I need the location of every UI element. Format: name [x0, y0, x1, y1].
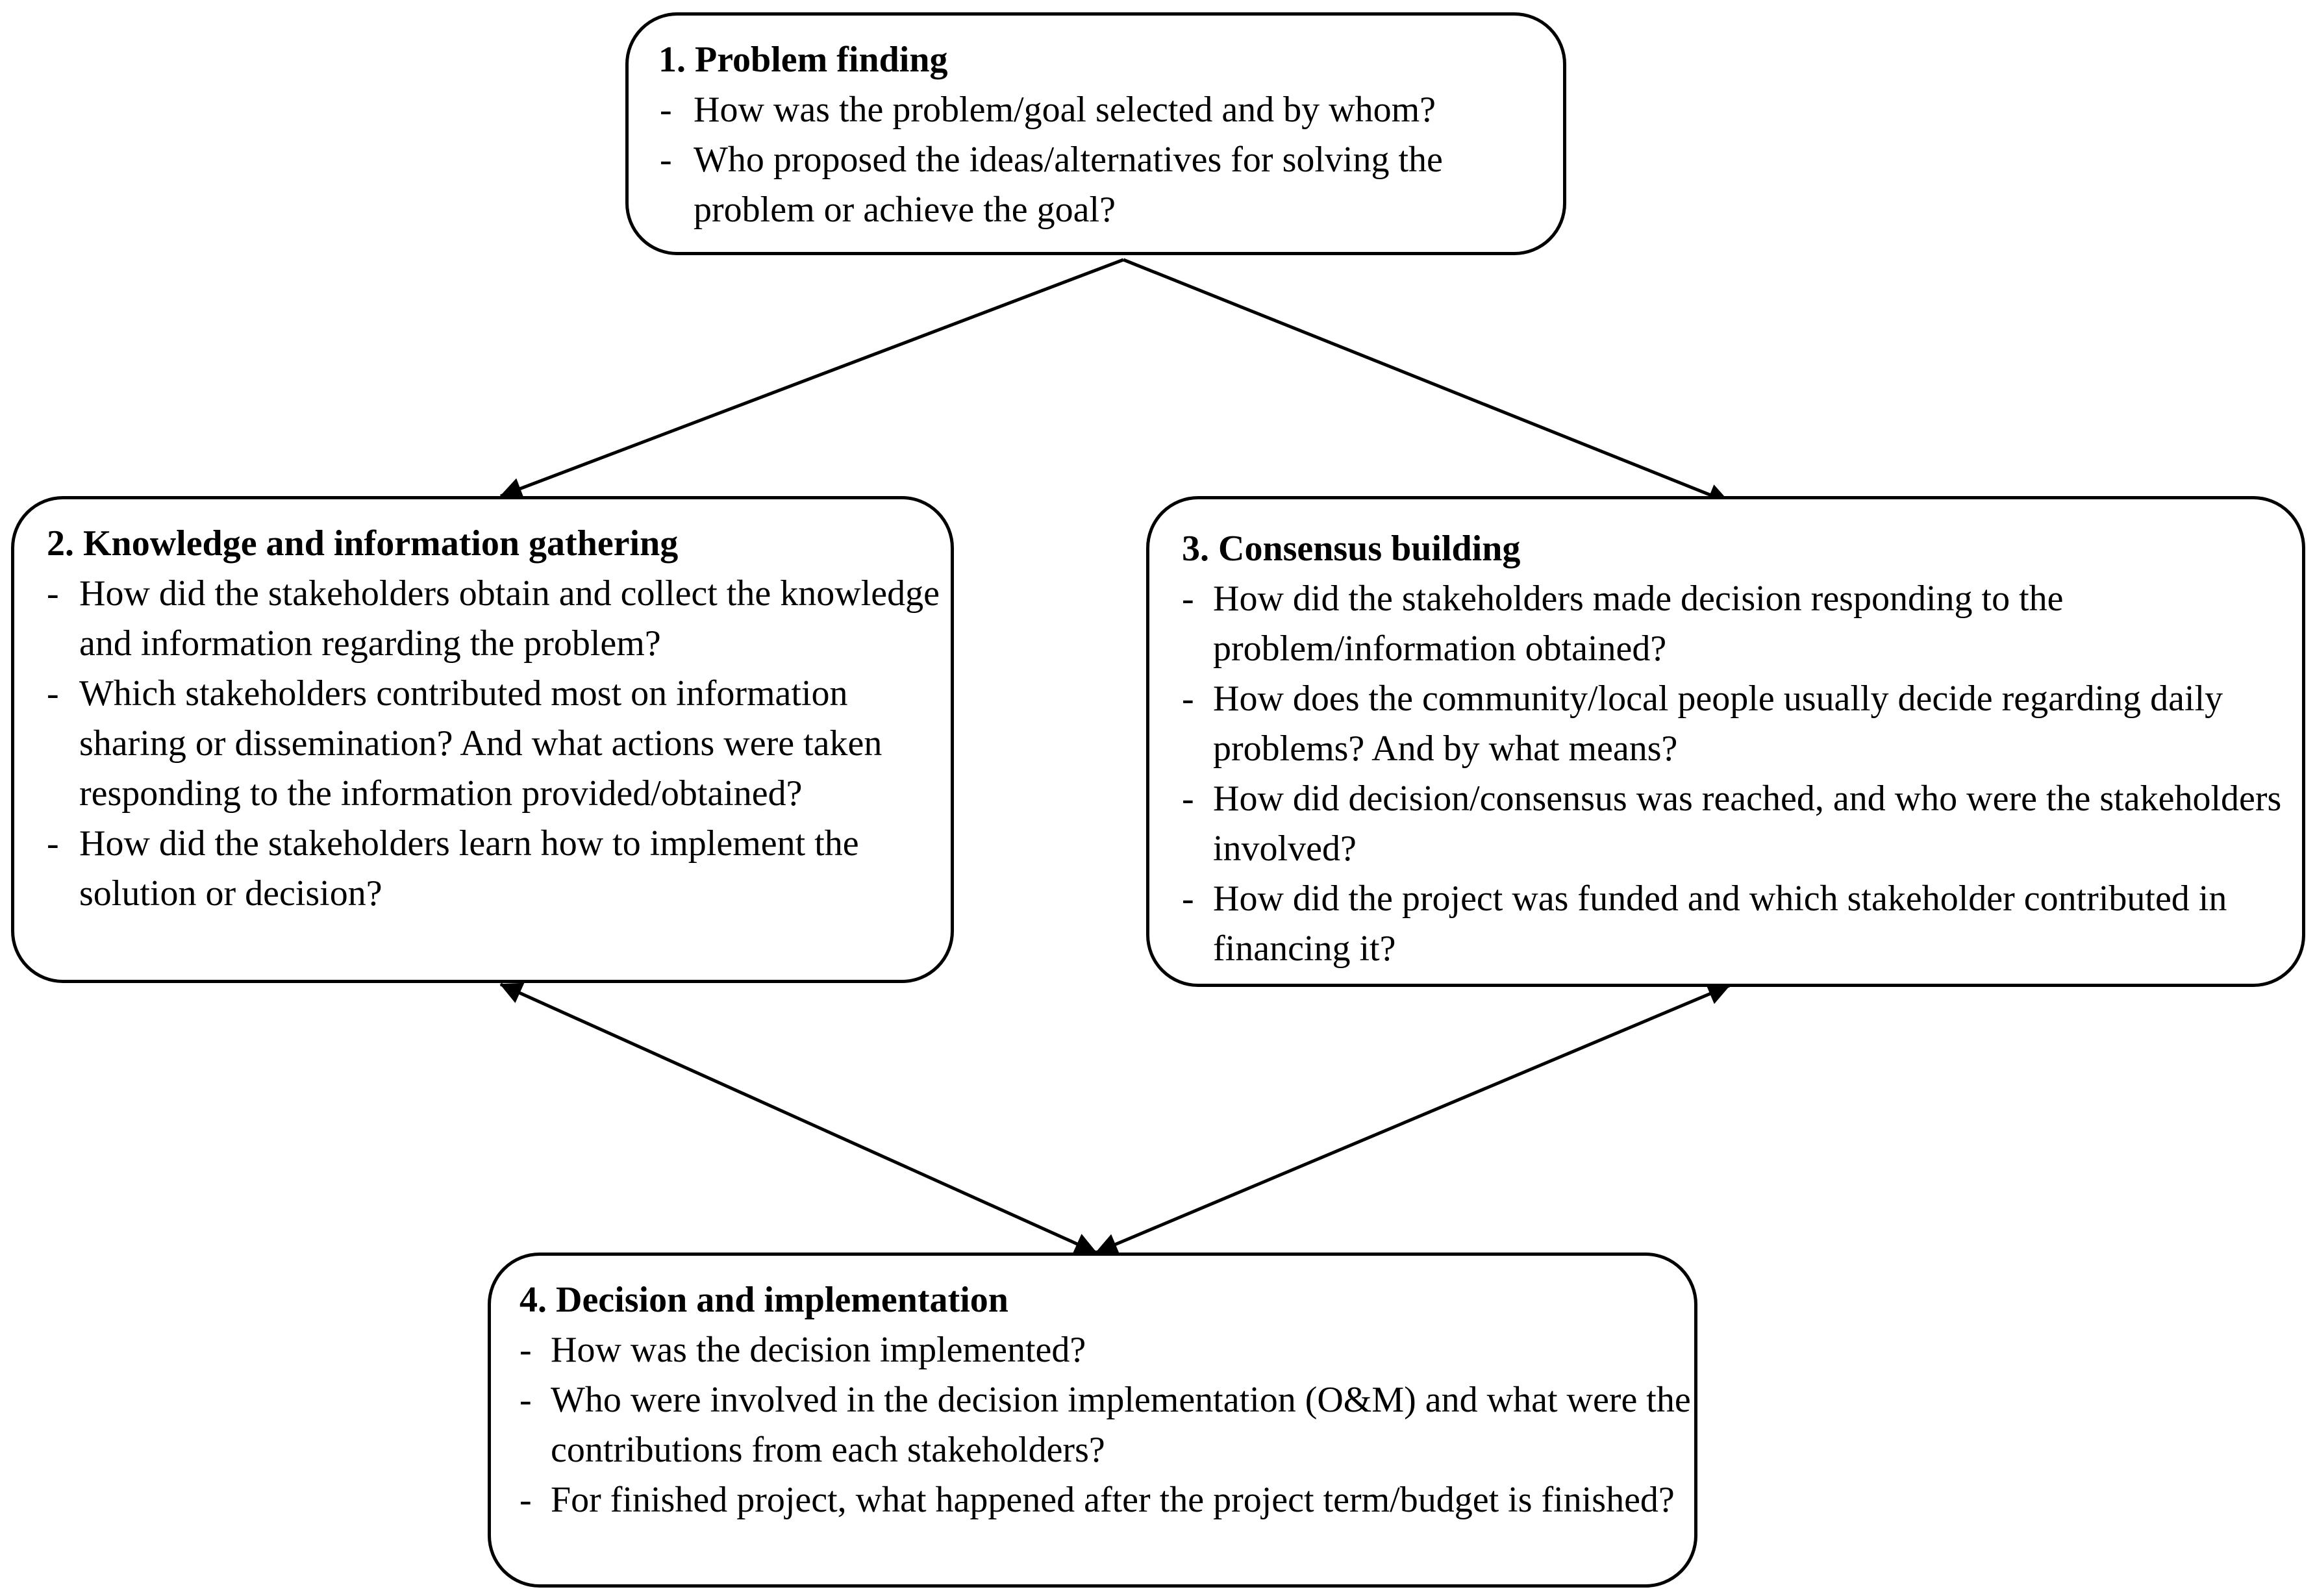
question-item: How did the stakeholders obtain and coll… [14, 569, 951, 669]
question-item: How did the project was funded and which… [1149, 874, 2302, 974]
arrow-3-to-4 [1095, 983, 1731, 1255]
question-list: How did the stakeholders made decision r… [1149, 574, 2302, 974]
question-item: Who were involved in the decision implem… [491, 1375, 1694, 1475]
question-item: Which stakeholders contributed most on i… [14, 669, 951, 819]
box-knowledge-information-gathering: 2. Knowledge and information gathering H… [11, 496, 954, 983]
arrow-1-to-2 [499, 258, 1124, 499]
box-title: 4. Decision and implementation [519, 1280, 1008, 1320]
box-title: 1. Problem finding [658, 40, 948, 80]
question-list: How was the problem/goal selected and by… [629, 85, 1563, 235]
question-list: How did the stakeholders obtain and coll… [14, 569, 951, 919]
box-consensus-building: 3. Consensus building How did the stakeh… [1146, 496, 2305, 987]
question-item: How was the decision implemented? [491, 1325, 1694, 1375]
question-item: How did the stakeholders made decision r… [1149, 574, 2302, 674]
box-decision-implementation: 4. Decision and implementation How was t… [488, 1253, 1697, 1588]
box-title: 3. Consensus building [1182, 529, 1521, 569]
question-item: For finished project, what happened afte… [491, 1475, 1694, 1525]
question-item: How was the problem/goal selected and by… [629, 85, 1563, 135]
question-list: How was the decision implemented? Who we… [491, 1325, 1694, 1525]
box-problem-finding: 1. Problem finding How was the problem/g… [625, 12, 1566, 255]
question-item: How did the stakeholders learn how to im… [14, 819, 951, 919]
box-title: 2. Knowledge and information gathering [47, 523, 679, 564]
question-item: Who proposed the ideas/alternatives for … [629, 135, 1563, 235]
arrow-2-to-4 [499, 982, 1097, 1254]
arrow-1-to-3 [1123, 258, 1731, 505]
question-item: How did decision/consensus was reached, … [1149, 774, 2302, 874]
question-item: How does the community/local people usua… [1149, 674, 2302, 774]
